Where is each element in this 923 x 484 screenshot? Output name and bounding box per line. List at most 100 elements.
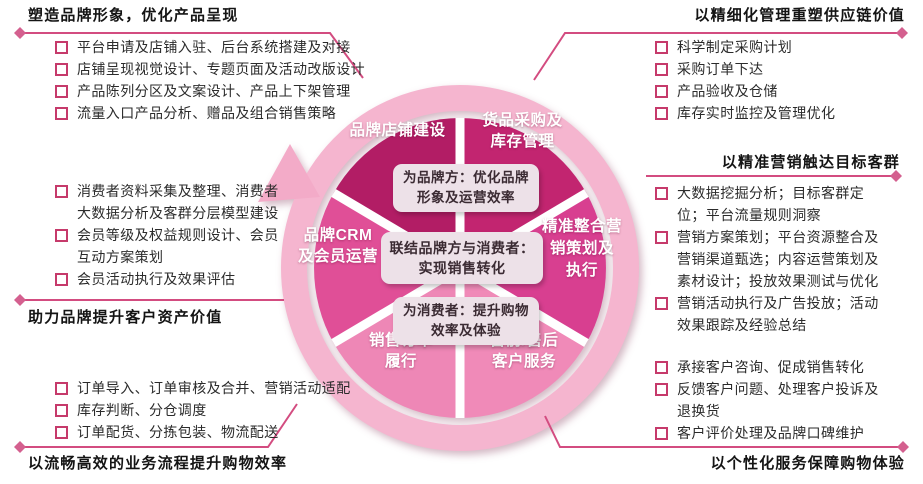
segment-label-line: 库存管理	[490, 133, 555, 150]
note-line: 联结品牌方与消费者：	[389, 240, 535, 256]
diamond-endpoint-icon	[897, 441, 909, 453]
list-item-text: 会员等级及权益规则设计、会员互动方案策划	[77, 227, 279, 265]
segment-label-line: 执行	[565, 262, 598, 279]
list-item: 流量入口产品分析、赠品及组合销售策略	[55, 102, 390, 124]
list-item: 平台申请及店铺入驻、后台系统搭建及对接	[55, 36, 390, 58]
list-item-text: 库存实时监控及管理优化	[677, 105, 836, 121]
list-item-text: 订单配货、分拣包装、物流配送	[77, 424, 279, 440]
segment-label-line: 销策划及	[549, 240, 614, 257]
list-item-text: 库存判断、分仓调度	[77, 402, 207, 418]
list-item-text: 消费者资料采集及整理、消费者大数据分析及客群分层模型建设	[77, 183, 279, 221]
segment-label-brand-crm: 品牌CRM 及会员运营	[289, 225, 387, 267]
panel-title-top-left: 塑造品牌形象，优化产品呈现	[28, 7, 239, 24]
diamond-endpoint-icon	[896, 27, 908, 39]
note-line: 为品牌方：优化品牌	[403, 170, 529, 185]
segment-label-integrated-marketing: 精准整合营 销策划及 执行	[523, 216, 641, 282]
segment-label-line: 履行	[384, 353, 417, 370]
diamond-endpoint-icon	[14, 294, 26, 306]
list-item: 反馈客户问题、处理客户投诉及退换货	[655, 378, 883, 422]
checkbox-bullet-icon	[655, 427, 668, 440]
checkbox-bullet-icon	[655, 361, 668, 374]
list-item: 消费者资料采集及整理、消费者大数据分析及客群分层模型建设	[55, 180, 279, 224]
panel-items-mid-left: 消费者资料采集及整理、消费者大数据分析及客群分层模型建设 会员等级及权益规则设计…	[55, 180, 279, 290]
list-item-text: 客户评价处理及品牌口碑维护	[677, 425, 865, 441]
list-item-text: 订单导入、订单审核及合并、营销活动适配	[77, 380, 351, 396]
panel-title-bottom-left: 以流畅高效的业务流程提升购物效率	[28, 455, 288, 472]
list-item: 客户评价处理及品牌口碑维护	[655, 422, 883, 444]
connector-line-top-left	[20, 32, 364, 79]
cycle-arrowhead-icon	[258, 144, 320, 202]
segment-label-line: 客户服务	[491, 353, 556, 370]
checkbox-bullet-icon	[55, 404, 68, 417]
list-item-text: 采购订单下达	[677, 61, 764, 77]
panel-items-top-left: 平台申请及店铺入驻、后台系统搭建及对接 店铺呈现视觉设计、专题页面及活动改版设计…	[55, 36, 390, 124]
checkbox-bullet-icon	[655, 231, 668, 244]
checkbox-bullet-icon	[55, 41, 68, 54]
connector-line-bottom-left	[20, 403, 298, 448]
diamond-endpoints	[14, 27, 909, 453]
list-item-text: 店铺呈现视觉设计、专题页面及活动改版设计	[77, 61, 365, 77]
cycle-ring	[281, 85, 639, 451]
checkbox-bullet-icon	[55, 63, 68, 76]
list-item-text: 科学制定采购计划	[677, 39, 793, 55]
note-line: 形象及运营效率	[417, 190, 515, 205]
segment-label-line: 货品采购及	[482, 112, 563, 129]
checkbox-bullet-icon	[55, 426, 68, 439]
list-item: 产品陈列分区及文案设计、产品上下架管理	[55, 80, 390, 102]
list-item-text: 产品验收及仓储	[677, 83, 778, 99]
checkbox-bullet-icon	[55, 107, 68, 120]
segment-label-line: 精准整合营	[541, 218, 622, 235]
list-item: 承接客户咨询、促成销售转化	[655, 356, 883, 378]
panel-title-bottom-right: 以个性化服务保障购物体验	[710, 455, 905, 472]
list-item: 会员活动执行及效果评估	[55, 268, 279, 290]
checkbox-bullet-icon	[55, 229, 68, 242]
panel-items-bottom-left: 订单导入、订单审核及合并、营销活动适配 库存判断、分仓调度 订单配货、分拣包装、…	[55, 377, 390, 443]
connector-line-top-right	[533, 32, 902, 81]
panel-title-mid-right: 以精准营销触达目标客群	[721, 154, 900, 171]
checkbox-bullet-icon	[655, 383, 668, 396]
checkbox-bullet-icon	[655, 187, 668, 200]
list-item: 科学制定采购计划	[655, 36, 905, 58]
segment-label-line: 品牌CRM	[303, 227, 373, 244]
list-item: 库存判断、分仓调度	[55, 399, 390, 421]
checkbox-bullet-icon	[55, 185, 68, 198]
panel-title-top-right: 以精细化管理重塑供应链价值	[694, 7, 905, 24]
panel-items-bottom-right: 承接客户咨询、促成销售转化 反馈客户问题、处理客户投诉及退换货 客户评价处理及品…	[655, 356, 883, 444]
connector-lines	[20, 32, 903, 448]
list-item-text: 产品陈列分区及文案设计、产品上下架管理	[77, 83, 351, 99]
list-item-text: 承接客户咨询、促成销售转化	[677, 359, 865, 375]
diamond-endpoint-icon	[14, 441, 26, 453]
list-item: 营销活动执行及广告投放；活动效果跟踪及经验总结	[655, 292, 883, 336]
list-item: 产品验收及仓储	[655, 80, 905, 102]
panel-items-top-right: 科学制定采购计划 采购订单下达 产品验收及仓储 库存实时监控及管理优化	[655, 36, 905, 124]
segment-label-procurement-inventory: 货品采购及 库存管理	[460, 110, 585, 152]
center-note-brand-side: 为品牌方：优化品牌 形象及运营效率	[393, 164, 539, 212]
checkbox-bullet-icon	[55, 85, 68, 98]
note-line: 实现销售转化	[418, 260, 506, 276]
checkbox-bullet-icon	[55, 382, 68, 395]
segment-label-brand-store-building: 品牌店铺建设	[330, 120, 465, 141]
list-item-text: 营销方案策划；平台资源整合及营销渠道甄选；内容运营策划及素材设计；投放效果测试与…	[677, 229, 879, 289]
list-item-text: 大数据挖掘分析；目标客群定位；平台流量规则洞察	[677, 185, 865, 223]
diamond-endpoint-icon	[890, 170, 902, 182]
checkbox-bullet-icon	[655, 297, 668, 310]
panel-items-mid-right: 大数据挖掘分析；目标客群定位；平台流量规则洞察 营销方案策划；平台资源整合及营销…	[655, 182, 883, 336]
segment-label-line: 品牌店铺建设	[349, 122, 446, 139]
connector-line-bottom-right	[544, 415, 903, 448]
list-item: 库存实时监控及管理优化	[655, 102, 905, 124]
list-item-text: 平台申请及店铺入驻、后台系统搭建及对接	[77, 39, 351, 55]
diamond-endpoint-icon	[14, 27, 26, 39]
checkbox-bullet-icon	[655, 41, 668, 54]
center-note-consumer-side: 为消费者：提升购物 效率及体验	[393, 297, 539, 345]
checkbox-bullet-icon	[655, 85, 668, 98]
list-item-text: 反馈客户问题、处理客户投诉及退换货	[677, 381, 879, 419]
note-line: 为消费者：提升购物	[403, 303, 529, 318]
list-item: 店铺呈现视觉设计、专题页面及活动改版设计	[55, 58, 390, 80]
list-item: 大数据挖掘分析；目标客群定位；平台流量规则洞察	[655, 182, 883, 226]
list-item-text: 营销活动执行及广告投放；活动效果跟踪及经验总结	[677, 295, 879, 333]
note-line: 效率及体验	[431, 323, 501, 338]
center-note-link: 联结品牌方与消费者： 实现销售转化	[381, 232, 543, 284]
list-item-text: 会员活动执行及效果评估	[77, 271, 236, 287]
list-item: 营销方案策划；平台资源整合及营销渠道甄选；内容运营策划及素材设计；投放效果测试与…	[655, 226, 883, 292]
